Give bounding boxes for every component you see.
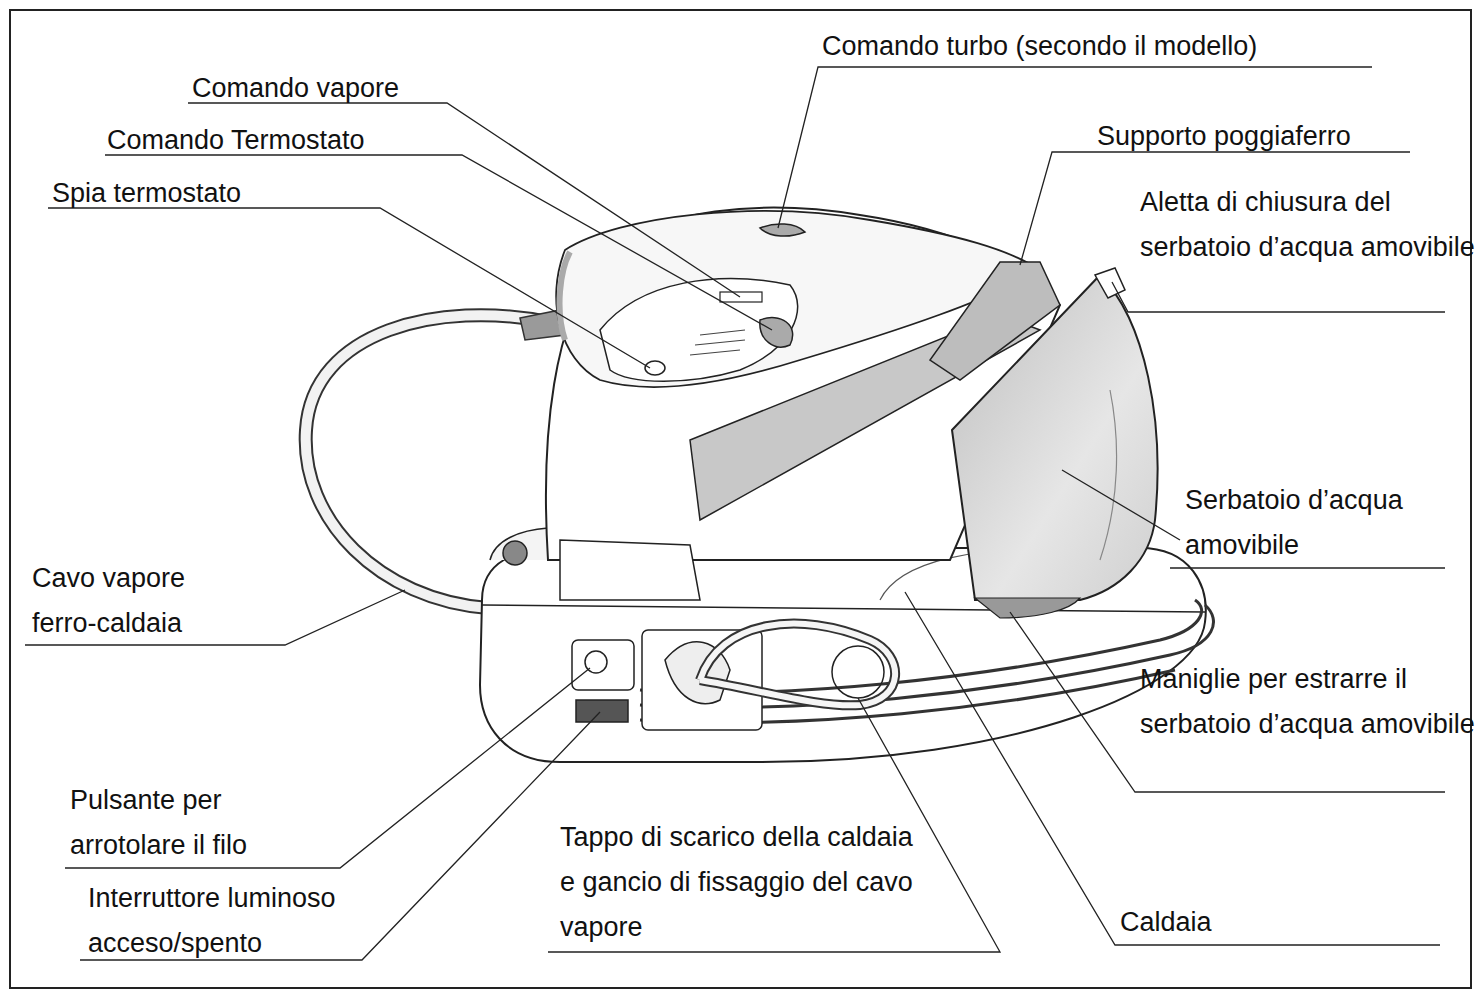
part-label: Supporto poggiaferro [1097,114,1351,159]
frame-border [10,10,1471,988]
thermostat-knob [760,318,793,347]
tank-flap [1095,268,1125,298]
leader-line [1010,612,1445,792]
cord-rewind-button [572,640,634,690]
part-label: Comando vapore [192,66,399,111]
base-knob [503,541,527,565]
tank-highlight [1100,390,1117,560]
part-label: Spia termostato [52,171,241,216]
leader-line [1112,282,1445,312]
part-label: Maniglie per estrarre il serbatoio d’acq… [1140,657,1475,747]
part-label: Caldaia [1120,900,1212,945]
part-label: Aletta di chiusura del serbatoio d’acqua… [1140,180,1480,270]
part-label: Cavo vapore ferro-caldaia [32,556,252,646]
part-label: Pulsante per arrotolare il filo [70,778,335,868]
leader-line [65,668,590,868]
base-rim [482,605,1205,612]
part-label: Serbatoio d’acqua amovibile [1185,478,1470,568]
part-label: Tappo di scarico della caldaia e gancio … [560,815,920,950]
hook-ring [832,646,884,698]
thermostat-light [645,361,665,375]
iron-soleplate-rear [560,540,700,600]
part-label: Comando Termostato [107,118,365,163]
steam-hose [306,315,548,608]
power-switch [576,700,628,722]
part-label: Comando turbo (secondo il modello) [822,24,1257,69]
leader-line [905,592,1440,945]
hose-hook-loop-inner [700,624,895,706]
handle-grip [560,252,570,340]
water-tank [952,275,1158,600]
leader-line [548,698,1000,952]
control-panel [600,279,798,382]
turbo-button [760,224,805,236]
tank-handles [975,598,1080,618]
steam-control [720,292,762,302]
hose-hook-loop [700,624,895,706]
leader-line [48,208,650,368]
steam-hose-outline [306,315,548,608]
part-label: Interruttore luminoso acceso/spento [88,876,398,966]
panel-marks [690,330,745,355]
